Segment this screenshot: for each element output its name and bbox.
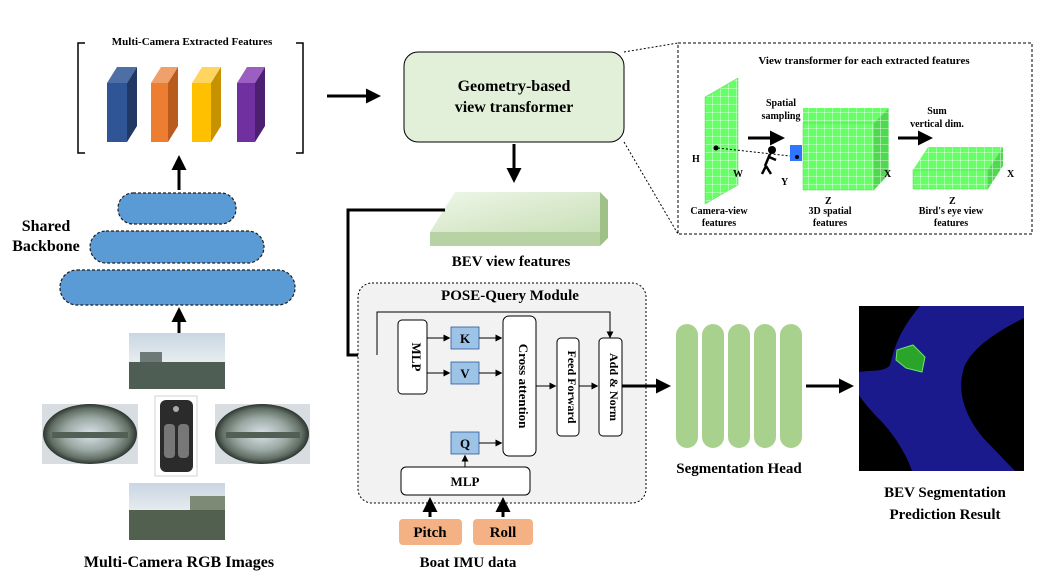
mlp-bottom-label: MLP bbox=[451, 474, 480, 489]
camera-image-rear bbox=[129, 483, 225, 540]
shared-backbone bbox=[59, 192, 296, 306]
backbone-layer-middle bbox=[89, 230, 265, 264]
camera-image-boat bbox=[154, 395, 198, 477]
pose-query-module: POSE-Query Module MLP K V Q Cross attent… bbox=[357, 282, 647, 504]
left-bracket bbox=[77, 42, 85, 154]
result-label-line2: Prediction Result bbox=[890, 507, 1001, 523]
bev-grid-label-line2: features bbox=[934, 218, 968, 229]
pose-query-title: POSE-Query Module bbox=[441, 288, 579, 304]
axis-x-bev: X bbox=[1007, 169, 1015, 180]
spatial-sampling-line1: Spatial bbox=[766, 98, 796, 109]
v-label: V bbox=[460, 366, 470, 381]
axis-h: H bbox=[692, 154, 700, 165]
axis-x-3d: X bbox=[884, 169, 892, 180]
feature-block-yellow bbox=[192, 67, 221, 142]
seg-head-bar-3 bbox=[728, 324, 750, 448]
seg-head-bar-5 bbox=[780, 324, 802, 448]
bev-segmentation-result bbox=[859, 306, 1024, 471]
residual-connection bbox=[376, 311, 614, 355]
mlp-vertical-box bbox=[397, 319, 428, 395]
backbone-layer-bottom bbox=[59, 269, 296, 306]
q-label: Q bbox=[460, 436, 470, 451]
bev-grid bbox=[912, 147, 1003, 190]
camera-image-front bbox=[129, 333, 225, 389]
detail-title: View transformer for each extracted feat… bbox=[758, 55, 970, 67]
backbone-layer-top bbox=[117, 192, 237, 225]
axis-z-bev: Z bbox=[949, 196, 956, 207]
segmentation-head-label: Segmentation Head bbox=[676, 461, 802, 477]
axis-y: Y bbox=[781, 177, 789, 188]
cross-attention-label: Cross attention bbox=[516, 344, 531, 429]
obstacle-region bbox=[895, 344, 926, 373]
seg-head-bar-1 bbox=[676, 324, 698, 448]
person-icon bbox=[760, 146, 777, 175]
segmentation-head bbox=[676, 324, 802, 448]
pitch-box bbox=[399, 519, 462, 545]
right-bracket bbox=[296, 42, 304, 154]
detail-connector-bottom bbox=[623, 141, 679, 235]
sum-line1: Sum bbox=[927, 106, 947, 117]
backbone-label-line2: Backbone bbox=[12, 238, 80, 255]
camera-images bbox=[42, 333, 310, 540]
spatial3d-label-line2: features bbox=[813, 218, 847, 229]
rgb-images-label: Multi-Camera RGB Images bbox=[84, 554, 274, 571]
feed-forward-label: Feed Forward bbox=[565, 351, 579, 424]
pitch-label: Pitch bbox=[413, 525, 447, 541]
bev-grid-label-line1: Bird's eye view bbox=[919, 206, 984, 217]
feature-block-purple bbox=[237, 67, 265, 142]
spatial3d-label-line1: 3D spatial bbox=[808, 206, 851, 217]
sampling-ray bbox=[717, 147, 791, 157]
roll-label: Roll bbox=[490, 525, 517, 541]
extracted-features-group: Multi-Camera Extracted Features bbox=[77, 36, 304, 154]
seg-head-bar-2 bbox=[702, 324, 724, 448]
mlp-vertical-label: MLP bbox=[409, 343, 424, 372]
feature-block-orange bbox=[151, 67, 178, 142]
bev-features-label: BEV view features bbox=[452, 254, 571, 270]
geometry-transformer-line2: view transformer bbox=[455, 99, 574, 116]
camera-image-right bbox=[215, 404, 310, 464]
sum-line2: vertical dim. bbox=[910, 119, 964, 130]
imu-label: Boat IMU data bbox=[420, 555, 517, 571]
bev-features-slab bbox=[430, 192, 608, 246]
geometry-transformer-box bbox=[403, 51, 625, 143]
backbone-label-line1: Shared bbox=[22, 218, 71, 235]
geometry-transformer-line1: Geometry-based bbox=[458, 78, 571, 95]
camera-view-label-line2: features bbox=[702, 218, 736, 229]
spatial-sampling-line2: sampling bbox=[762, 111, 801, 122]
seg-head-bar-4 bbox=[754, 324, 776, 448]
water-region bbox=[859, 306, 1024, 471]
result-label-line1: BEV Segmentation bbox=[884, 485, 1006, 501]
camera-view-label-line1: Camera-view bbox=[690, 206, 748, 217]
k-label: K bbox=[460, 331, 471, 346]
view-transformer-detail: View transformer for each extracted feat… bbox=[677, 42, 1033, 235]
detail-connector-top bbox=[623, 42, 679, 53]
roll-box bbox=[473, 519, 533, 545]
camera-view-grid bbox=[704, 77, 739, 205]
spatial-3d-cube bbox=[790, 108, 889, 191]
axis-z-3d: Z bbox=[825, 196, 832, 207]
add-norm-label: Add & Norm bbox=[607, 353, 621, 421]
feature-block-blue bbox=[107, 67, 137, 142]
features-title: Multi-Camera Extracted Features bbox=[112, 36, 273, 48]
feed-forward-box bbox=[556, 337, 580, 437]
axis-w: W bbox=[733, 169, 743, 180]
camera-image-left bbox=[42, 404, 138, 464]
